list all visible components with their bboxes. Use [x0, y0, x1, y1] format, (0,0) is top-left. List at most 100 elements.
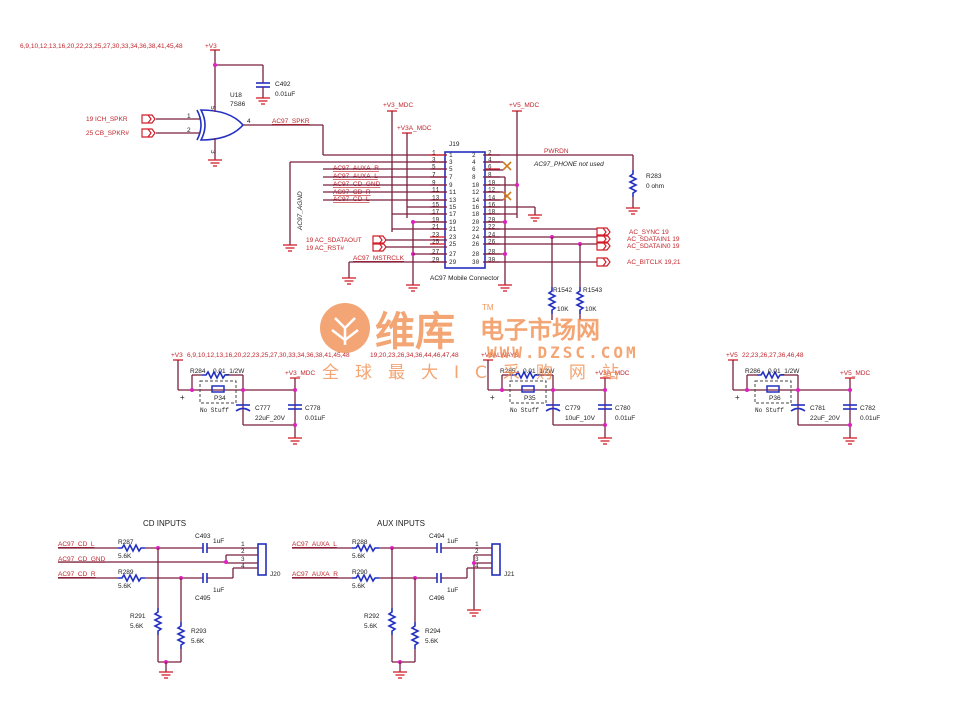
j19-pin-outer-right: 30 [488, 257, 496, 264]
rst-label: 19 AC_RST# [306, 245, 344, 252]
connector-ref: J21 [504, 571, 515, 578]
cap2-value: 0.01uF [615, 415, 635, 422]
watermark-tm: TM [482, 303, 494, 312]
j19-pin-outer-right: 18 [488, 209, 496, 216]
v3-rail-label: +V3 [205, 43, 217, 50]
pulldown-resistor [411, 621, 419, 650]
j19-pin-outer-right: 14 [488, 195, 496, 202]
j19-pin-inner-right: 18 [472, 211, 480, 218]
r1542-value: 10K [557, 306, 569, 313]
j19-pin-outer-right: 28 [488, 249, 496, 256]
connector-j20 [257, 543, 267, 576]
phone-not-used-note: AC97_PHONE not used [533, 161, 604, 168]
j19-pin-outer-right: 16 [488, 202, 496, 209]
j19-pin-outer-right: 2 [488, 150, 492, 157]
j19-pin-inner-left: 25 [449, 241, 457, 248]
capacitor-r [436, 572, 442, 584]
j19-pin-inner-left: 7 [449, 174, 453, 181]
r283-ref: R283 [646, 173, 662, 180]
j19-pin-inner-right: 30 [472, 259, 480, 266]
j19-pin-inner-left: 17 [449, 211, 457, 218]
power-pin-list: 22,23,26,27,36,46,48 [742, 352, 804, 359]
jumper-p36[interactable] [766, 385, 780, 393]
net-left-label: AC97_CD_L [58, 541, 95, 548]
watermark-brand: 维库 [375, 309, 455, 355]
connector-pin: 2 [475, 548, 479, 555]
resistor-ref: R286 [745, 368, 761, 375]
j19-pin-inner-right: 4 [472, 159, 476, 166]
jumper-ref: P34 [214, 395, 226, 402]
j19-pin-inner-right: 8 [472, 174, 476, 181]
u18-pin3: 3 [209, 150, 216, 154]
capacitor-l [202, 542, 208, 554]
power-pin-list: 6,9,10,12,13,16,20,22,23,25,27,30,33,34,… [187, 352, 350, 359]
v3-mdc-label: +V3_MDC [383, 102, 413, 109]
j19-pin-outer-right: 12 [488, 187, 496, 194]
cap2-value: 0.01uF [305, 415, 325, 422]
cb-spkr-label: 25 CB_SPKR# [86, 130, 129, 137]
resistor-l-ref: R288 [352, 539, 368, 546]
aux-inputs-block: AUX INPUTSAC97_AUXA_LAC97_AUXA_R1234J21R… [292, 519, 515, 679]
net-gnd-label: AC97_CD_GND [58, 556, 106, 563]
power-output-label: +V3A_MDC [595, 370, 630, 377]
ich-spkr-port [141, 114, 156, 124]
pulldown-resistor [154, 607, 162, 636]
pulldown-resistor [177, 621, 185, 650]
resistor-value: 0.01_1/2W [523, 368, 555, 375]
jumper-p34[interactable] [211, 385, 225, 393]
j19-pin-outer-left: 7 [432, 172, 436, 179]
resistor-ref: R285 [500, 368, 516, 375]
resistor-r-ref: R290 [352, 569, 368, 576]
u18-pin4: 4 [247, 118, 251, 125]
connector-j21 [491, 543, 501, 576]
jumper-ref: P36 [769, 395, 781, 402]
j19-pin-inner-right: 22 [472, 226, 480, 233]
net-right-label: AC97_AUXA_R [292, 571, 338, 578]
pwrdn-label: PWRDN [544, 148, 569, 155]
j19-pin-inner-left: 23 [449, 234, 457, 241]
no-stuff-note: No Stuff [510, 407, 539, 414]
resistor-ref: R284 [190, 368, 206, 375]
connector-pin: 3 [241, 556, 245, 563]
u18-pin5: 5 [209, 106, 216, 110]
watermark-slogan: 全球最大IC采购网站 [322, 363, 635, 383]
u18-part: 7S86 [230, 101, 246, 108]
j19-pin-inner-right: 24 [472, 234, 480, 241]
cap2-ref: C782 [860, 405, 876, 412]
connector-pin: 3 [475, 556, 479, 563]
cap-l-ref: C493 [195, 533, 211, 540]
v3-pin-list: 6,9,10,12,13,16,20,22,23,25,27,30,33,34,… [20, 43, 183, 50]
pulldown1-value: 5.6K [130, 623, 144, 630]
net-left-label: AC97_AUXA_L [292, 541, 337, 548]
j19-ref: J19 [449, 141, 460, 148]
j19-pin-outer-left: 29 [432, 257, 440, 264]
u18-section: 6,9,10,12,13,16,20,22,23,25,27,30,33,34,… [20, 43, 447, 167]
cap1-ref: C777 [255, 405, 271, 412]
u18-xor-gate [199, 109, 245, 141]
pulldown1-ref: R291 [130, 613, 146, 620]
watermark-brand2: 电子市场网 [480, 316, 600, 344]
j19-pin-inner-left: 29 [449, 259, 457, 266]
cap2-value: 0.01uF [860, 415, 880, 422]
cap-l-value: 1uF [213, 538, 224, 545]
sdataout-label: 19 AC_SDATAOUT [306, 237, 362, 244]
pulldown2-ref: R293 [191, 628, 207, 635]
ac-bitclk-port [596, 257, 611, 267]
resistor-value: 0.01_1/2W [213, 368, 245, 375]
j19-pin-inner-right: 14 [472, 197, 480, 204]
power-filter-p35: +V3ALWAYS19,20,23,26,34,36,44,46,47,48R2… [370, 352, 635, 445]
v5-mdc-label: +V5_MDC [509, 102, 539, 109]
cap1-value: 22uF_20V [255, 415, 286, 422]
connector-pin: 1 [241, 541, 245, 548]
connector-pin: 4 [475, 563, 479, 570]
j19-pin-outer-left: 15 [432, 202, 440, 209]
u18-ref: U18 [230, 92, 242, 99]
j19-pin-inner-left: 27 [449, 251, 457, 258]
pulldown1-ref: R292 [364, 613, 380, 620]
j19-pin-outer-left: 5 [432, 164, 436, 171]
j19-pin-inner-left: 15 [449, 204, 457, 211]
cap-r-value: 1uF [447, 587, 458, 594]
jumper-p35[interactable] [521, 385, 535, 393]
resistor-l-ref: R287 [118, 539, 134, 546]
pulldown1-value: 5.6K [364, 623, 378, 630]
